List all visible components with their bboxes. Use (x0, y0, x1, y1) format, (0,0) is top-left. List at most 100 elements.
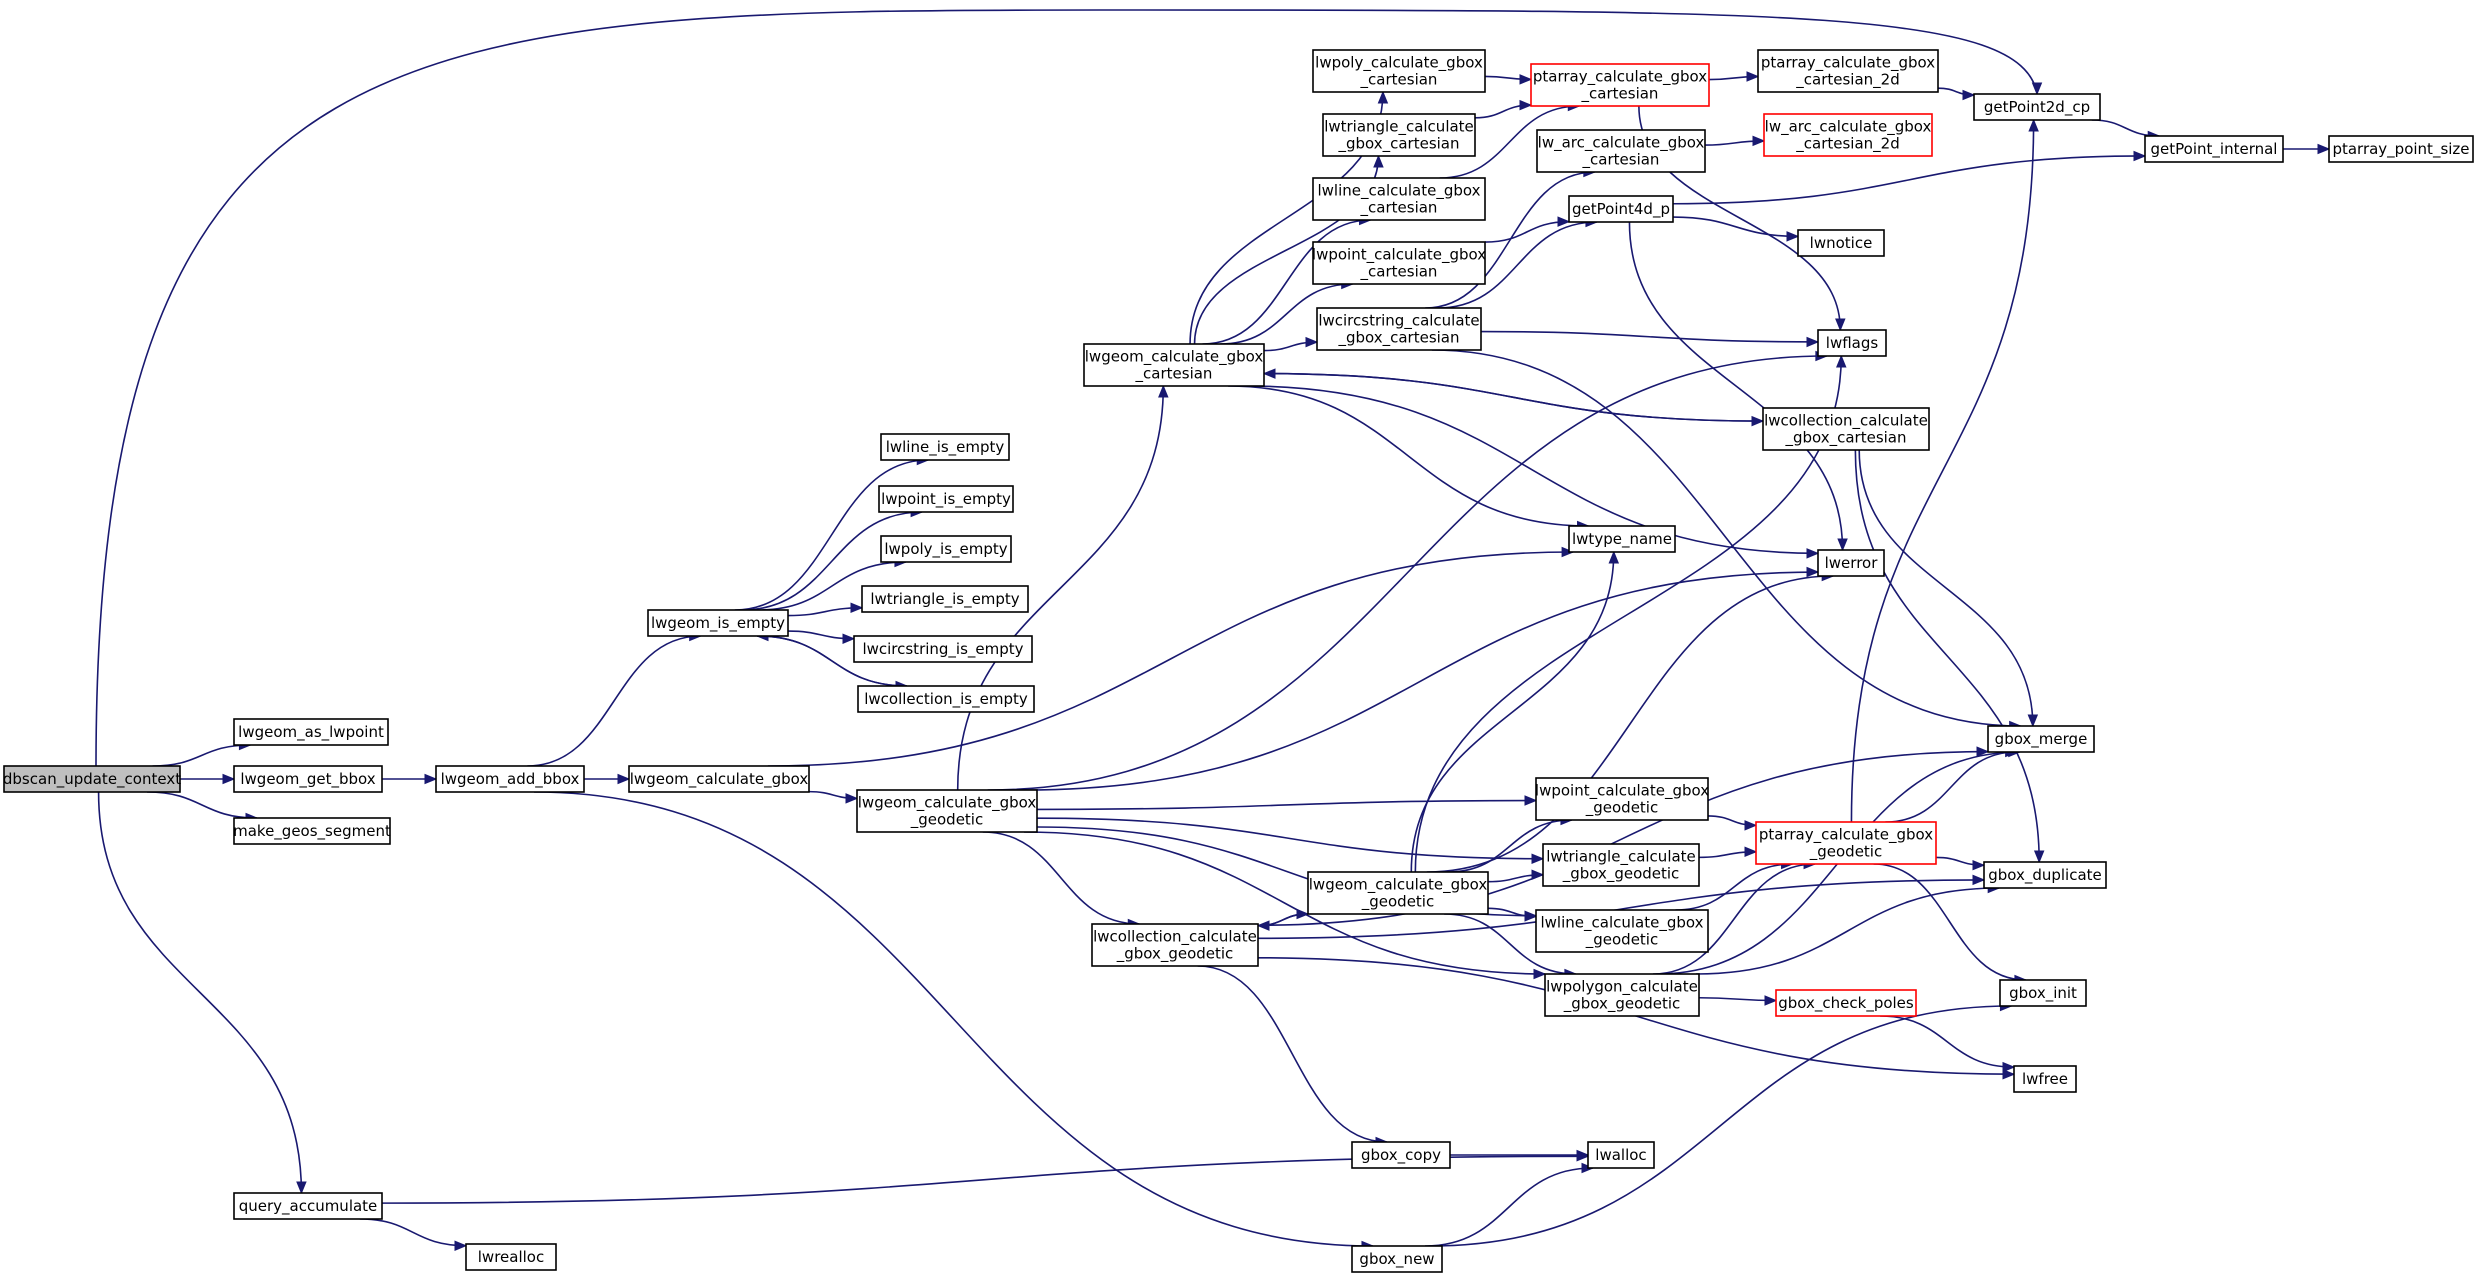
node-lwgeom-get-bbox[interactable]: lwgeom_get_bbox (233, 765, 383, 793)
edge-arrowhead (1806, 548, 1820, 559)
node-getpoint2d-cp[interactable]: getPoint2d_cp (1973, 93, 2101, 121)
node-lwgeom-is-empty[interactable]: lwgeom_is_empty (647, 609, 789, 637)
node-label: lw_arc_calculate_gbox (1538, 134, 1705, 153)
edge-arrowhead (1835, 318, 1846, 332)
node-label: _geodetic (910, 811, 983, 830)
node-dbscan-update-context[interactable]: dbscan_update_context (3, 765, 181, 793)
node-lwtriangle-is-empty[interactable]: lwtriangle_is_empty (861, 585, 1029, 613)
node-lwgeom-calculate-gbox-geodetic2[interactable]: lwgeom_calculate_gbox_geodetic (1307, 871, 1489, 915)
edges-layer (95, 9, 2331, 1252)
edge-line (1024, 831, 1546, 975)
node-box (1587, 1141, 1655, 1169)
node-gbox-new[interactable]: gbox_new (1351, 1245, 1443, 1273)
node-box (233, 817, 391, 845)
edge-line (1023, 571, 1819, 791)
node-lwpolygon-calculate-gbox-geodetic[interactable]: lwpolygon_calculate_gbox_geodetic (1544, 973, 1700, 1017)
edge-lwgeom-calculate-gbox-cartesian-to-lwcircstring-calculate-gbox-cartesian (1263, 336, 1319, 352)
node-label: lwflags (1826, 334, 1879, 352)
node-label: getPoint_internal (2151, 140, 2278, 159)
node-label: _cartesian (1360, 199, 1438, 218)
edge-lwcircstring-calculate-gbox-cartesian-to-lwflags (1480, 330, 1820, 348)
node-lwpoint-is-empty[interactable]: lwpoint_is_empty (878, 485, 1014, 513)
edge-line (534, 791, 1373, 1247)
node-ptarray-point-size[interactable]: ptarray_point_size (2328, 135, 2474, 163)
node-ptarray-calculate-gbox-geodetic[interactable]: ptarray_calculate_gbox_geodetic (1755, 821, 1937, 865)
node-label: query_accumulate (239, 1197, 378, 1216)
node-lwgeom-as-lwpoint[interactable]: lwgeom_as_lwpoint (233, 718, 389, 746)
node-gbox-copy[interactable]: gbox_copy (1351, 1141, 1451, 1169)
edge-getpoint4d-p-to-lwerror (1628, 221, 1848, 552)
edge-line (1672, 155, 2146, 205)
node-lw-arc-calculate-gbox-cartesian[interactable]: lw_arc_calculate_gbox_cartesian (1536, 129, 1706, 173)
edge-lwgeom-calculate-gbox-cartesian-to-lwtype-name (1228, 385, 1590, 532)
node-lwgeom-calculate-gbox-geodetic[interactable]: lwgeom_calculate_gbox_geodetic (856, 789, 1038, 833)
node-lwcollection-calculate-gbox-geodetic[interactable]: lwcollection_calculate_gbox_geodetic (1091, 923, 1259, 967)
node-lwrealloc[interactable]: lwrealloc (465, 1243, 557, 1271)
node-box (1312, 241, 1486, 285)
node-lwline-calculate-gbox-geodetic[interactable]: lwline_calculate_gbox_geodetic (1535, 909, 1709, 953)
node-lwpoly-is-empty[interactable]: lwpoly_is_empty (880, 535, 1012, 563)
node-lwflags[interactable]: lwflags (1817, 329, 1887, 357)
node-gbox-check-poles[interactable]: gbox_check_poles (1775, 989, 1917, 1017)
node-lwpoint-calculate-gbox-cartesian[interactable]: lwpoint_calculate_gbox_cartesian (1312, 241, 1486, 285)
node-lwgeom-calculate-gbox[interactable]: lwgeom_calculate_gbox (628, 765, 810, 793)
node-gbox-duplicate[interactable]: gbox_duplicate (1983, 861, 2107, 889)
edge-arrowhead (222, 773, 236, 785)
node-lwpoint-calculate-gbox-geodetic[interactable]: lwpoint_calculate_gbox_geodetic (1535, 777, 1709, 821)
node-lwcircstring-is-empty[interactable]: lwcircstring_is_empty (853, 635, 1033, 663)
node-getpoint4d-p[interactable]: getPoint4d_p (1568, 195, 1674, 223)
node-lwtriangle-calculate-gbox-cartesian[interactable]: lwtriangle_calculate_gbox_cartesian (1322, 113, 1476, 157)
node-gbox-init[interactable]: gbox_init (1999, 979, 2087, 1007)
edge-line (1672, 216, 1799, 238)
node-label: lwline_calculate_gbox (1541, 914, 1704, 933)
edge-ptarray-calculate-gbox-geodetic-to-gbox-merge (1885, 746, 2018, 823)
node-lwline-is-empty[interactable]: lwline_is_empty (880, 433, 1010, 461)
node-gbox-merge[interactable]: gbox_merge (1987, 725, 2095, 753)
node-lw-arc-calculate-gbox-cartesian-2d[interactable]: lw_arc_calculate_gbox_cartesian_2d (1763, 113, 1933, 157)
node-box (1530, 63, 1710, 107)
edge-line (1885, 751, 2017, 823)
node-lwfree[interactable]: lwfree (2013, 1065, 2077, 1093)
node-label: _gbox_geodetic (1116, 945, 1234, 964)
edge-arrowhead (1524, 795, 1538, 806)
edge-arrowhead (1976, 746, 1990, 757)
edge-line (152, 744, 251, 767)
node-lwalloc[interactable]: lwalloc (1587, 1141, 1655, 1169)
node-box (647, 609, 789, 637)
node-make-geos-segment[interactable]: make_geos_segment (233, 817, 391, 845)
node-label: _gbox_geodetic (1563, 995, 1681, 1014)
node-ptarray-calculate-gbox-cartesian[interactable]: ptarray_calculate_gbox_cartesian (1530, 63, 1710, 107)
edge-lwcollection-calculate-gbox-cartesian-to-gbox-duplicate (1854, 449, 2045, 864)
node-label: lwline_calculate_gbox (1318, 182, 1481, 201)
edge-line (95, 9, 2038, 767)
node-getpoint-internal[interactable]: getPoint_internal (2144, 135, 2284, 163)
node-lwcircstring-calculate-gbox-cartesian[interactable]: lwcircstring_calculate_gbox_cartesian (1316, 307, 1482, 351)
edge-arrowhead (1962, 89, 1976, 101)
node-label: dbscan_update_context (3, 770, 181, 789)
node-lwline-calculate-gbox-cartesian[interactable]: lwline_calculate_gbox_cartesian (1312, 177, 1486, 221)
node-lwpoly-calculate-gbox-cartesian[interactable]: lwpoly_calculate_gbox_cartesian (1312, 49, 1486, 93)
node-box (1757, 49, 1939, 93)
node-lwgeom-add-bbox[interactable]: lwgeom_add_bbox (435, 765, 585, 793)
edge-arrowhead (850, 602, 864, 614)
edge-line (1202, 219, 1371, 345)
node-label: lwgeom_add_bbox (441, 770, 580, 789)
edge-line (756, 635, 908, 687)
node-query-accumulate[interactable]: query_accumulate (233, 1192, 383, 1220)
node-label: lwtriangle_calculate (1324, 118, 1474, 137)
node-ptarray-calculate-gbox-cartesian-2d[interactable]: ptarray_calculate_gbox_cartesian_2d (1757, 49, 1939, 93)
node-lwgeom-calculate-gbox-cartesian[interactable]: lwgeom_calculate_gbox_cartesian (1083, 343, 1265, 387)
node-lwtriangle-calculate-gbox-geodetic[interactable]: lwtriangle_calculate_gbox_geodetic (1542, 843, 1700, 887)
node-lwtype-name[interactable]: lwtype_name (1568, 525, 1676, 553)
node-lwnotice[interactable]: lwnotice (1797, 229, 1885, 257)
node-box (1312, 49, 1486, 93)
edge-arrowhead (2002, 1061, 2016, 1073)
node-lwerror[interactable]: lwerror (1817, 549, 1885, 577)
node-box (861, 585, 1029, 613)
node-lwcollection-calculate-gbox-cartesian[interactable]: lwcollection_calculate_gbox_cartesian (1762, 407, 1930, 451)
edge-line (1257, 750, 1989, 927)
edge-line (956, 385, 1165, 791)
node-lwcollection-is-empty[interactable]: lwcollection_is_empty (857, 685, 1035, 713)
node-box (1351, 1245, 1443, 1273)
edge-lwgeom-calculate-gbox-cartesian-to-lwerror (1245, 385, 1820, 559)
